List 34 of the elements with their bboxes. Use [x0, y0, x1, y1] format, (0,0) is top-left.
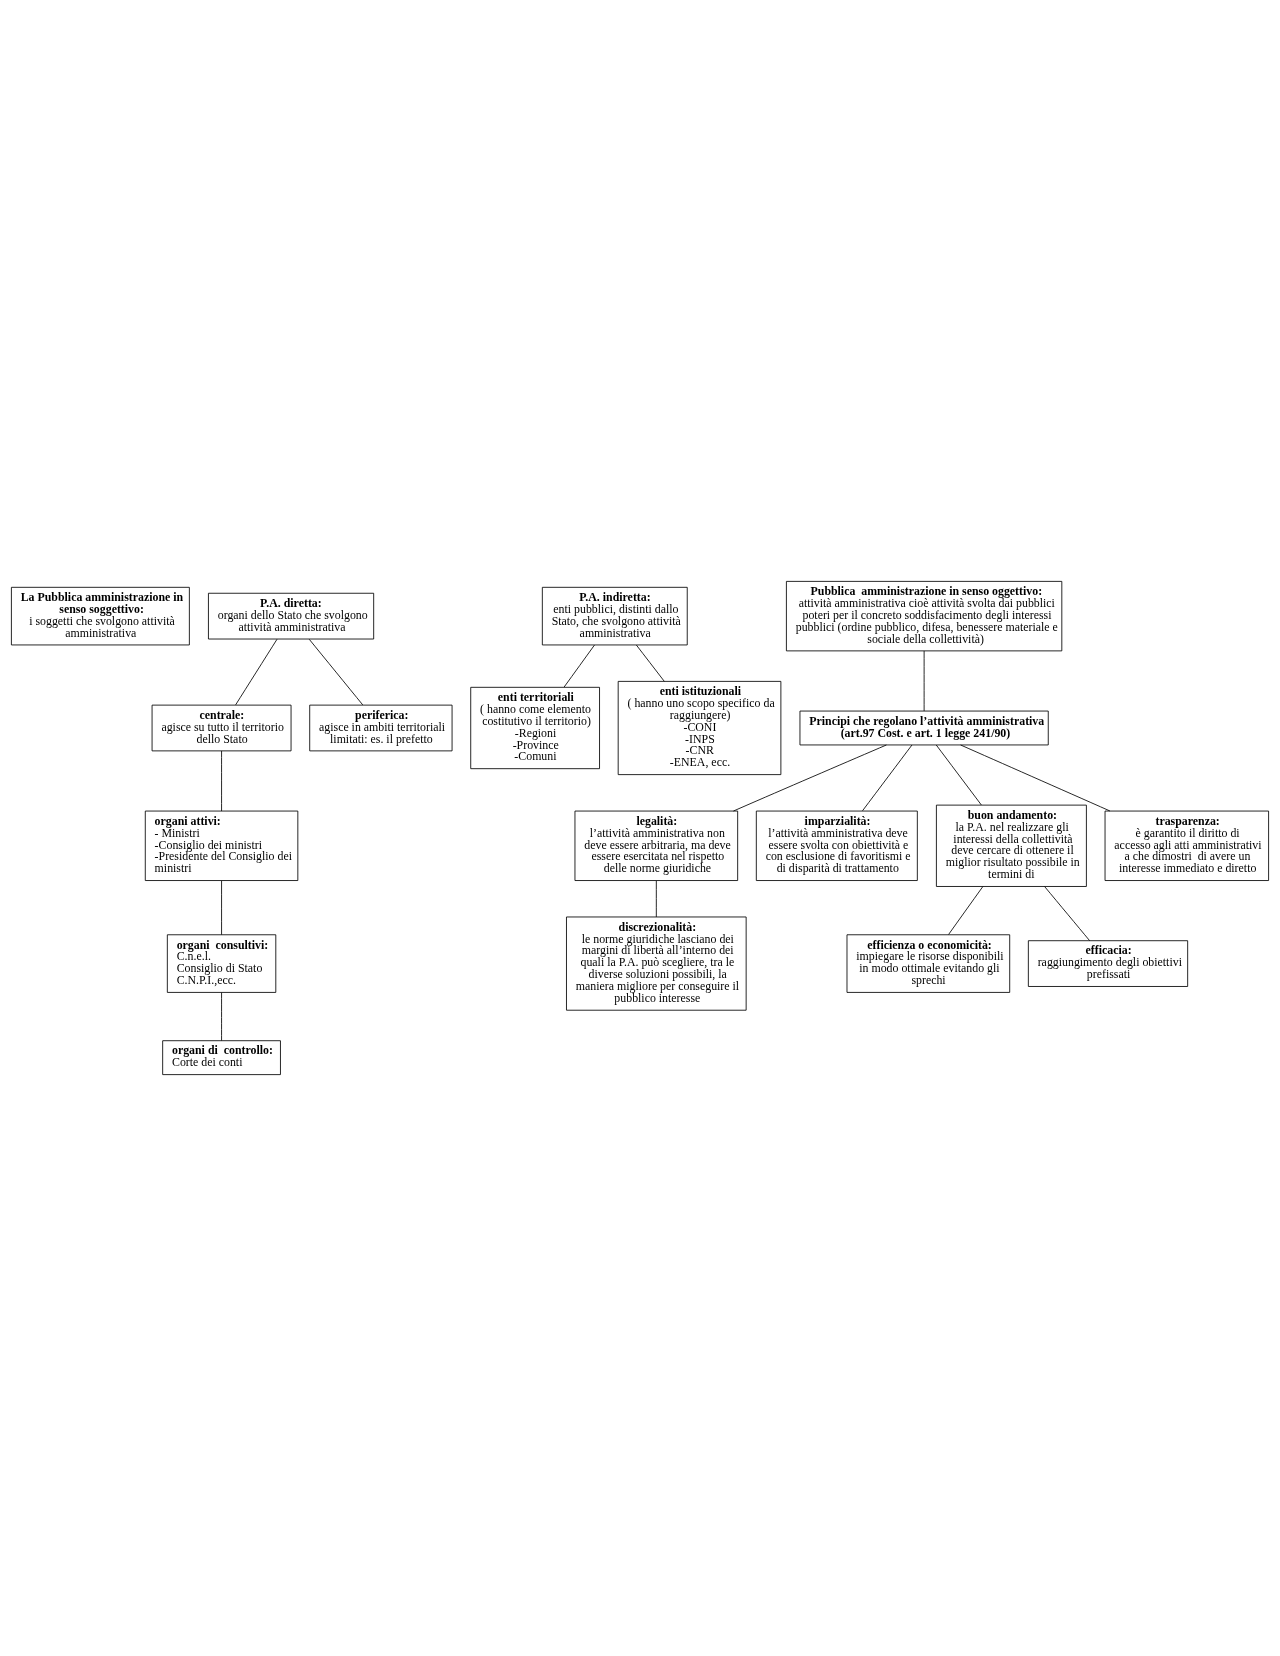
connector [948, 886, 984, 935]
connector [923, 650, 925, 712]
connector [221, 992, 222, 1041]
node-box: trasparenza: è garantito il diritto di accesso agli atti amministrativi a che dimostri di avere un interesse immediato e diretto [1104, 810, 1270, 881]
node-box: efficacia: raggiungimento degli obiettivi prefissati [1027, 940, 1189, 987]
connector [221, 880, 222, 936]
connector [935, 744, 982, 806]
node-box: imparzialità: l’attività amministrativa deve essere svolta con obiettività e con esclusione di favoritismi e di disparità di trattamento [755, 810, 918, 881]
connector [563, 644, 595, 688]
connector [1044, 886, 1091, 942]
node-box: P.A. indiretta: enti pubblici, distinti dallo Stato, che svolgono attività amministrativa [541, 586, 688, 646]
node-box: Pubblica amministrazione in senso oggettivo: attività amministrativa cioè attività svolta dai pubblici poteri per il concreto soddisfacimento degli interessi pubblici (ordine pubblico, difesa, benessere materiale e sociale della collettività) [785, 580, 1063, 652]
node-box: buon andamento: la P.A. nel realizzare gli interessi della collettività deve cercare di ottenere il miglior risultato possibile in termini di [935, 804, 1087, 887]
node-box: enti territoriali ( hanno come elemento costitutivo il territorio) -Regioni -Province -Comuni [470, 686, 600, 770]
node-box: Principi che regolano l’attività amministrativa (art.97 Cost. e art. 1 legge 241/90) [799, 710, 1049, 746]
node-box: efficienza o economicità: impiegare le risorse disponibili in modo ottimale evitando gli sprechi [846, 934, 1011, 993]
connector [655, 880, 657, 918]
connector [960, 744, 1111, 812]
node-box: centrale: agisce su tutto il territorio dello Stato [151, 704, 292, 752]
node-box: legalità: l’attività amministrativa non deve essere arbitraria, ma deve essere esercitata nel rispetto delle norme giuridiche [574, 810, 739, 881]
node-box: P.A. diretta: organi dello Stato che svolgono attività amministrativa [208, 592, 375, 640]
connector [235, 638, 278, 706]
node-box: organi attivi: - Ministri -Consiglio dei ministri -Presidente del Consiglio dei ministri [144, 810, 299, 881]
connector [308, 638, 364, 706]
node-box: organi consultivi: C.n.e.l. Consiglio di Stato C.N.P.I.,ecc. [166, 934, 277, 993]
connector [733, 744, 887, 812]
node-box: La Pubblica amministrazione in senso soggettivo: i soggetti che svolgono attività amministrativa [10, 586, 190, 646]
connector [862, 744, 913, 812]
node-box: enti istituzionali ( hanno uno scopo specifico da raggiungere) -CONI -INPS -CNR -ENEA, ecc. [617, 680, 782, 776]
node-box: periferica: agisce in ambiti territoriali limitati: es. il prefetto [309, 704, 453, 752]
connector [635, 644, 665, 682]
node-box: discrezionalità: le norme giuridiche lasciano dei margini di libertà all’interno dei quali la P.A. può scegliere, tra le diverse soluzioni possibili, la maniera migliore per conseguire il pubblico interesse [566, 916, 747, 1011]
connector [221, 750, 222, 812]
node-box: organi di controllo: Corte dei conti [162, 1040, 281, 1076]
